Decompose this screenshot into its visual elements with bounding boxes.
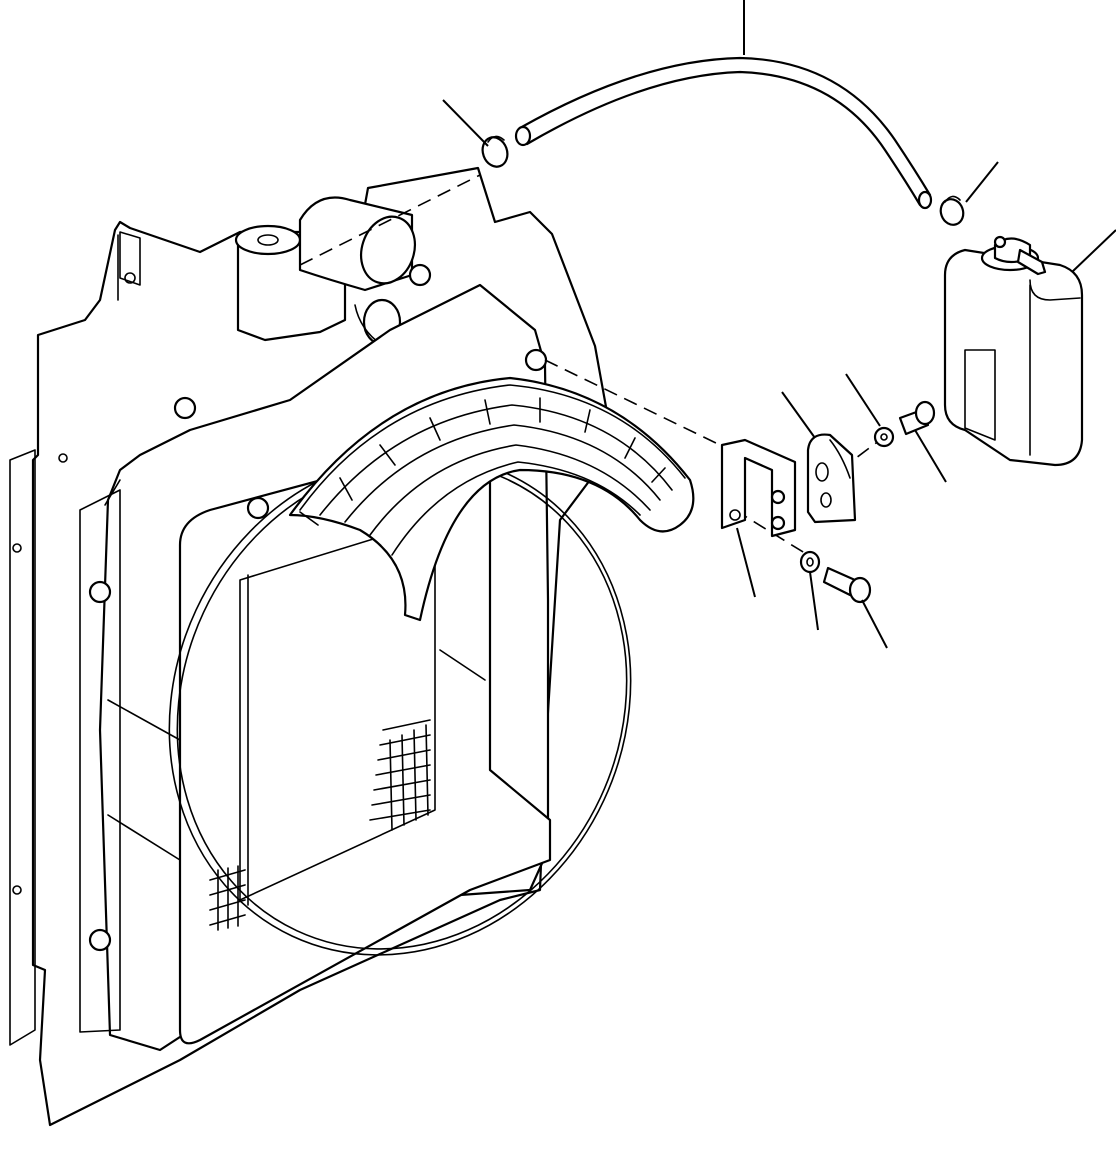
mount-plate (806, 433, 857, 524)
radiator-upper-tank (234, 196, 432, 346)
overflow-hose (514, 56, 933, 210)
fan-guard (288, 376, 695, 622)
radiator-shroud (168, 438, 632, 1045)
bracket (720, 438, 797, 538)
reserve-tank (943, 235, 1084, 467)
washer-lower (799, 550, 821, 574)
hose-clamp-tank-side (939, 195, 965, 226)
washer-upper (873, 426, 895, 448)
leader-lines (442, 0, 1116, 649)
bolt-lower (822, 566, 872, 604)
bolt-upper (898, 400, 936, 436)
hose-clamp-radiator-side (481, 135, 509, 168)
